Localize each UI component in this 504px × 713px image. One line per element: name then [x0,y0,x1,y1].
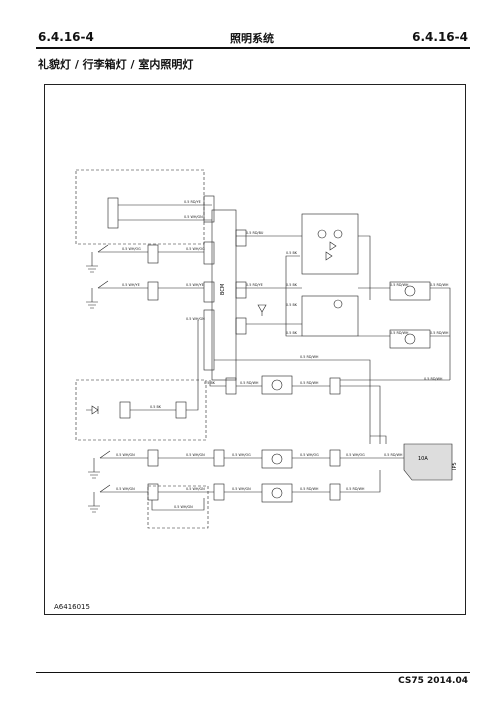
wire-label: 0.5 RD/WH [300,487,319,491]
wire-label: 0.5 WH/OG [232,453,251,457]
footer-model: CS75 2014.04 [398,676,468,686]
fuse-box-label: IP5 [452,462,458,470]
fuse-label: 10A [418,456,428,462]
wire-labels: 0.5 RD/YE 0.5 WH/GN 0.5 WH/OG 0.5 WH/OG 0.5 … [116,200,449,509]
section-number-left: 6.4.16-4 [38,30,94,44]
wire-label: 0.5 RD/WH [240,381,259,385]
wire-label: 0.5 RD/WH [300,355,319,359]
wire-label: 0.5 WH/OG [186,247,205,251]
wire-label: 0.5 WH/GN [116,487,135,491]
wire-label: 0.5 WH/GN [232,487,251,491]
section-title: 礼貌灯 / 行李箱灯 / 室内照明灯 [38,58,194,71]
wire-label: 0.5 BK [286,283,298,287]
wire-label: 0.5 BK [150,405,162,409]
wire-label: 0.5 RD/YE [246,283,263,287]
bcm-label: BCM [220,284,226,295]
wire-label: 0.5 WH/OG [300,453,319,457]
wire-label: 0.5 RD/BU [246,231,264,235]
wire-label: 0.5 WH/YE [186,283,204,287]
wire-label: 0.5 WH/GN [184,215,203,219]
wire-label: 0.5 BK [286,303,298,307]
dome-light-box [301,213,359,275]
wire-label: 0.5 WH/OG [122,247,141,251]
wire-label: 0.5 RD/WH [424,377,443,381]
wire-label: 0.5 WH/OG [346,453,365,457]
door-switch-group-box [75,169,205,245]
reading-light-box [301,295,359,337]
header-rule [36,47,470,49]
wire-label: 0.5 RD/WH [346,487,365,491]
wiring-diagram-frame [44,84,466,615]
wire-label: 0.5 WH/YE [122,283,140,287]
wire-label: 0.5 BK [286,331,298,335]
page-title: 照明系统 [230,32,274,45]
wire-label: 0.5 RD/WH [390,283,409,287]
footer-rule [36,672,470,673]
wire-label: 0.5 BK [204,381,216,385]
wire-label: 0.5 WH/GN [186,453,205,457]
wire-label: 0.5 RD/WH [430,283,449,287]
wire-label: 0.5 RD/WH [384,453,403,457]
wire-label: 0.5 RD/YE [184,200,201,204]
section-number-right: 6.4.16-4 [412,30,468,44]
wire-label: 0.5 RD/WH [430,331,449,335]
wire-label: 0.5 BK [286,251,298,255]
wire-label: 0.5 RD/WH [390,331,409,335]
wire-label: 0.5 WH/GN [116,453,135,457]
trunk-group-box [147,485,209,529]
figure-id: A6416015 [54,603,90,611]
wire-label: 0.5 WH/GN [174,505,193,509]
wire-label: 0.5 WH/GN [186,487,205,491]
wire-label: 0.5 WH/GN [186,317,205,321]
keyhole-light-group-box [75,379,207,441]
wire-label: 0.5 RD/WH [300,381,319,385]
